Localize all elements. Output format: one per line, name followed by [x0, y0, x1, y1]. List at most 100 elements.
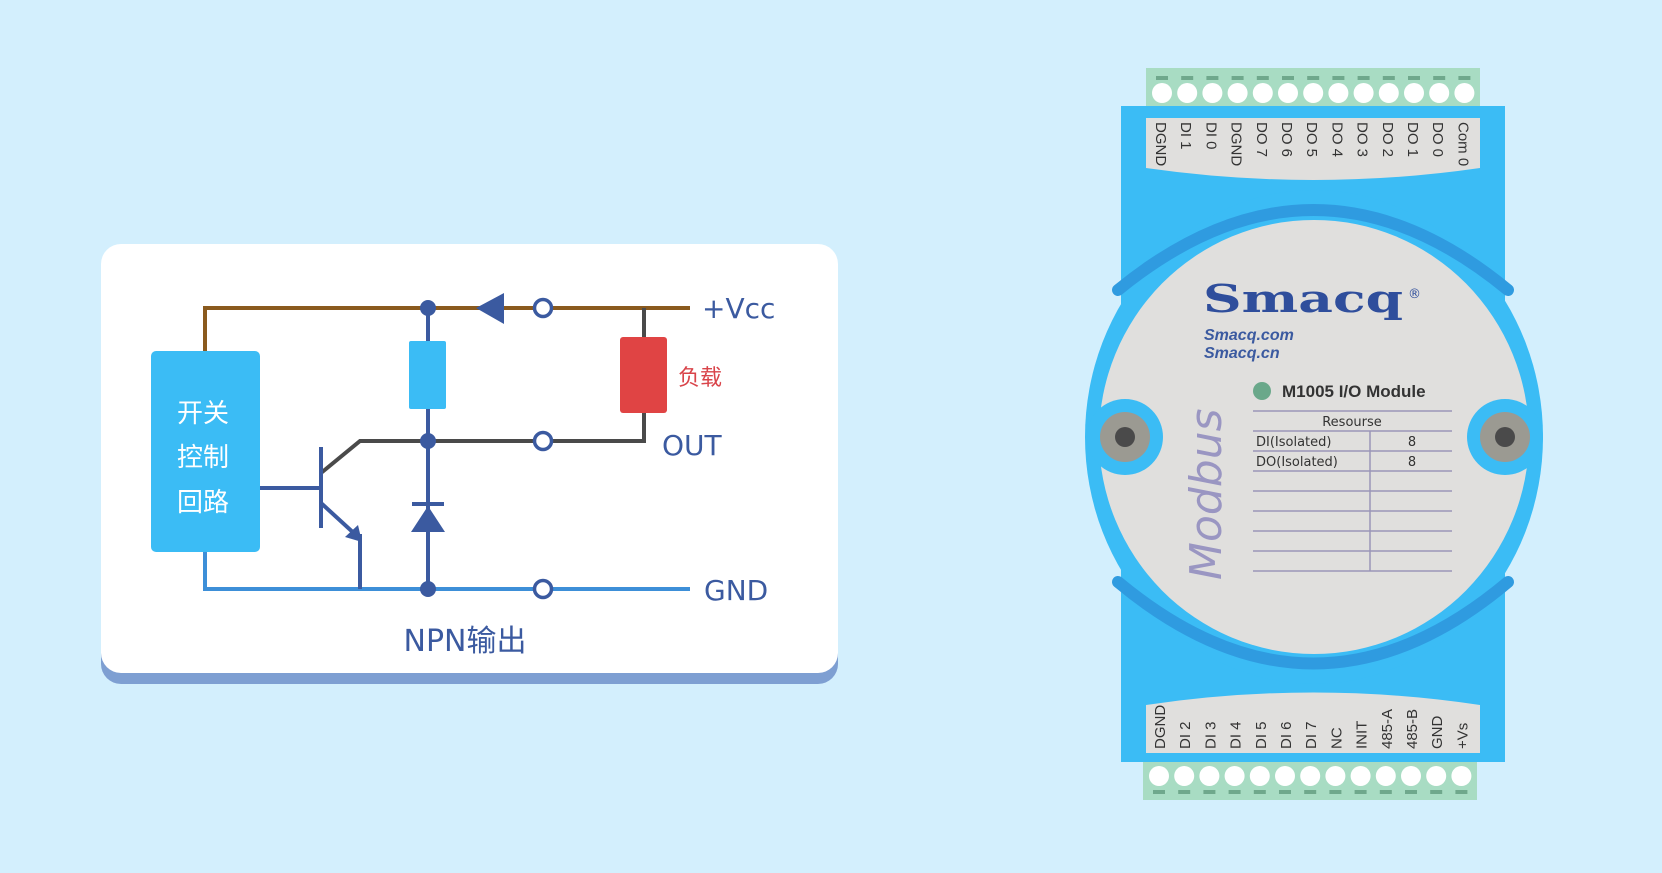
bottom-terminal-screw[interactable] — [1451, 766, 1472, 786]
bottom-terminal-label: 485-A — [1379, 709, 1396, 749]
upper-dark-arc — [1112, 204, 1514, 296]
resource-table: Resourse DI(Isolated)8DO(Isolated)8 — [1253, 410, 1452, 572]
circuit-title: NPN输出 — [404, 624, 527, 659]
bottom-terminal-label: DI 7 — [1303, 721, 1320, 749]
control-block — [151, 351, 260, 552]
load-resistor — [620, 337, 667, 413]
top-terminal-label: DGND — [1152, 122, 1169, 166]
top-pin-tick — [1357, 76, 1370, 80]
diode-icon — [411, 506, 445, 532]
top-pin-tick — [1382, 76, 1395, 80]
bottom-terminal-label: DI 5 — [1253, 721, 1270, 749]
top-terminal-label: DGND — [1228, 122, 1245, 166]
top-terminal-label: DO 0 — [1429, 122, 1446, 157]
gnd-wire — [203, 551, 690, 591]
bottom-terminal-screw[interactable] — [1149, 766, 1169, 786]
npn-circuit: 开关 控制 回路 +Vcc OUT GND 负载 NPN输出 — [151, 292, 775, 659]
top-pin-tick — [1408, 76, 1420, 80]
top-terminal-screw[interactable] — [1227, 83, 1248, 103]
top-terminal-screw[interactable] — [1252, 83, 1273, 103]
table-cell-name: DI(Isolated) — [1256, 435, 1331, 450]
bottom-terminal-screw[interactable] — [1401, 766, 1421, 786]
bottom-terminal-screw[interactable] — [1426, 766, 1447, 786]
io-module: Smacq ® Smacq.com Smacq.cn M1005 I/O Mod… — [1085, 68, 1543, 800]
bottom-terminal-screw[interactable] — [1249, 766, 1270, 786]
top-terminal-screw[interactable] — [1404, 83, 1424, 103]
bottom-pin-tick — [1405, 790, 1417, 794]
terminal-out — [532, 430, 554, 452]
top-terminal-label: Com 0 — [1454, 122, 1471, 166]
current-arrow-icon — [476, 293, 504, 324]
top-label-panel — [1146, 118, 1480, 180]
top-terminal-screw[interactable] — [1454, 83, 1475, 103]
bottom-pin-tick — [1304, 790, 1317, 794]
bottom-terminal-label: DI 2 — [1177, 721, 1194, 749]
bottom-pin-tick — [1279, 790, 1291, 794]
bottom-terminal-screw[interactable] — [1325, 766, 1346, 786]
lower-dark-arc — [1112, 576, 1514, 670]
bottom-terminal-screw[interactable] — [1300, 766, 1321, 786]
top-pin-tick — [1156, 76, 1168, 80]
bottom-terminal-screw[interactable] — [1174, 766, 1195, 786]
junction-vcc — [420, 300, 436, 316]
brand-logo: Smacq — [1203, 276, 1403, 321]
bottom-pin-tick — [1253, 790, 1266, 794]
load-label: 负载 — [678, 366, 722, 391]
module-face — [1099, 220, 1529, 654]
right-mounting-hole — [1467, 399, 1543, 475]
top-terminal-label: DI 0 — [1202, 122, 1219, 150]
top-pin-tick — [1231, 76, 1244, 80]
top-terminal-screw[interactable] — [1278, 83, 1298, 103]
top-pin-tick — [1433, 76, 1446, 80]
bottom-pin-tick — [1455, 790, 1468, 794]
top-terminal-label: DO 7 — [1253, 122, 1270, 157]
bottom-terminal-label: DI 3 — [1202, 721, 1219, 749]
top-terminal-screw[interactable] — [1328, 83, 1349, 103]
out-label: OUT — [662, 429, 723, 462]
top-terminal-label: DO 3 — [1354, 122, 1371, 157]
bottom-pin-tick — [1203, 790, 1216, 794]
bottom-terminal-screw[interactable] — [1224, 766, 1245, 786]
terminal-vcc — [532, 297, 554, 319]
control-block-line-2: 控制 — [177, 443, 229, 473]
table-cell-value: 8 — [1408, 455, 1416, 470]
table-row: DI(Isolated) 8 — [1253, 435, 1452, 452]
bottom-terminal-label: DI 6 — [1278, 721, 1295, 749]
protocol-label: Modbus — [1181, 408, 1232, 580]
status-led — [1253, 382, 1271, 400]
left-mounting-hole — [1087, 399, 1163, 475]
top-terminal-screw[interactable] — [1202, 83, 1223, 103]
bottom-pin-tick — [1430, 790, 1443, 794]
top-terminal-screw[interactable] — [1177, 83, 1198, 103]
control-block-line-3: 回路 — [177, 488, 229, 518]
top-terminal-screw[interactable] — [1353, 83, 1374, 103]
bottom-terminal-screw[interactable] — [1199, 766, 1220, 786]
url-com: Smacq.com — [1204, 327, 1294, 344]
bottom-terminal-screw[interactable] — [1275, 766, 1295, 786]
top-terminal-pins — [1152, 76, 1475, 103]
bottom-terminal-label: 485-B — [1404, 709, 1421, 749]
top-terminal-screw[interactable] — [1152, 83, 1172, 103]
bottom-terminal-label: DI 4 — [1228, 721, 1245, 749]
top-terminal-screw[interactable] — [1429, 83, 1450, 103]
top-pin-tick — [1282, 76, 1294, 80]
top-pin-tick — [1206, 76, 1219, 80]
transistor-emitter — [319, 501, 362, 589]
vcc-wire — [203, 306, 690, 351]
registered-mark: ® — [1408, 287, 1421, 302]
bottom-terminal-screw[interactable] — [1350, 766, 1371, 786]
top-terminal-screw[interactable] — [1303, 83, 1324, 103]
bottom-terminal-label: GND — [1429, 716, 1446, 750]
top-terminal-screw[interactable] — [1378, 83, 1399, 103]
top-terminal-label: DO 4 — [1328, 122, 1345, 157]
table-cell-value: 8 — [1408, 435, 1416, 450]
bottom-pin-tick — [1379, 790, 1392, 794]
bottom-pin-tick — [1178, 790, 1191, 794]
bottom-pin-tick — [1228, 790, 1241, 794]
out-wire — [319, 413, 646, 475]
bottom-terminal-pins — [1149, 766, 1472, 794]
bottom-terminal-screw[interactable] — [1375, 766, 1396, 786]
top-pin-tick — [1181, 76, 1194, 80]
control-block-line-1: 开关 — [177, 399, 229, 429]
